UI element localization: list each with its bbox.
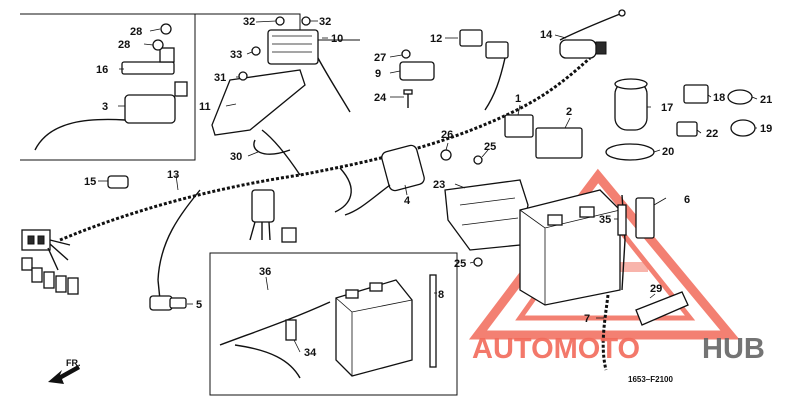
harness-branch-2 [261,129,301,176]
callout-30: 30 [230,151,242,163]
screw-31 [238,71,248,81]
callout-19: 19 [760,123,772,135]
callout-25-lower: 25 [454,258,466,270]
callout-22: 22 [706,128,718,140]
screw-32-left [275,16,285,26]
harness-branch-3 [334,167,352,213]
callout-26: 26 [441,129,453,141]
leader-lines [98,20,758,353]
drawing-code: 1653–F2100 [628,375,673,384]
watermark-part2: HUB [702,333,765,365]
callout-28-upper: 28 [130,26,142,38]
bolt-27 [401,49,411,59]
callout-27: 27 [374,52,386,64]
screw-25-upper [473,155,483,165]
rubber-22 [676,121,698,137]
callout-20: 20 [662,146,674,158]
callout-36: 36 [259,266,271,278]
callout-34: 34 [304,347,317,359]
clamp-20 [605,143,655,161]
callout-31: 31 [214,72,226,84]
callout-18: 18 [713,92,725,104]
screw-33 [251,46,261,56]
callout-25-upper: 25 [484,141,496,153]
front-arrow-icon [48,365,80,384]
callout-12: 12 [430,33,442,45]
regulator-bracket [211,69,306,136]
starter-relay [399,61,435,81]
inset-battery [219,279,413,379]
negative-cable-7 [601,294,610,371]
spark-plug-cap [149,279,187,311]
callout-1: 1 [515,93,521,105]
bolt-26 [440,149,452,161]
breather-tube-8 [429,274,437,368]
battery-band-29 [635,291,689,326]
callout-9: 9 [375,68,381,80]
coil-bracket [121,47,175,75]
fuse-strip-6 [635,197,655,239]
callout-32-right: 32 [319,16,331,28]
callout-35: 35 [599,214,611,226]
winker-relay [344,144,425,216]
callout-5: 5 [196,299,202,311]
callout-32-left: 32 [243,16,255,28]
screw-25-lower [473,257,483,267]
connector-1 [504,114,534,138]
callout-4: 4 [404,195,411,207]
inset-frame-regulator [195,13,360,41]
nut-28-upper [160,23,172,35]
callout-14: 14 [540,29,553,41]
relay-18 [683,84,709,104]
wire-clamp-15 [107,175,129,189]
inset-frame-ignition [20,13,196,161]
fuse-holder [459,29,509,111]
watermark-part1: AUTOMOTO [472,333,640,365]
main-harness-end-connector [559,39,607,59]
regulator-rectifier [267,29,351,113]
callout-13: 13 [167,169,179,181]
inset-frame-battery [209,252,458,396]
battery [519,189,621,306]
nut-28-lower [152,39,164,51]
front-indicator: FR. [66,358,81,368]
ignition-coil [34,81,188,151]
callout-15: 15 [84,176,96,188]
callout-16: 16 [96,64,108,76]
ground-terminal [618,9,626,17]
callout-21: 21 [760,94,772,106]
callout-28-lower: 28 [118,39,130,51]
callout-17: 17 [661,102,673,114]
watermark: AUTOMOTO HUB [472,333,765,365]
callout-3: 3 [102,101,108,113]
cable-35 [617,204,627,236]
harness-branch [157,189,201,281]
cable-30 [253,139,291,155]
harness-connector-cluster [21,229,79,295]
callout-2: 2 [566,106,572,118]
main-wire-harness [59,56,592,242]
callout-33: 33 [230,49,242,61]
horn [614,78,648,131]
middle-connector [249,189,297,243]
screw-32-right [301,16,311,26]
callout-11: 11 [199,101,211,113]
callout-24: 24 [374,92,387,104]
ground-cable [559,13,621,41]
callout-7: 7 [584,313,590,325]
cap-19 [730,119,756,137]
bolt-24 [403,89,413,108]
callout-10: 10 [331,33,343,45]
callout-23: 23 [433,179,445,191]
cdi-unit-2 [535,127,583,159]
cap-21 [727,89,753,105]
callout-8: 8 [438,289,444,301]
battery-box [444,179,529,251]
callout-29: 29 [650,283,662,295]
callout-6: 6 [684,194,690,206]
